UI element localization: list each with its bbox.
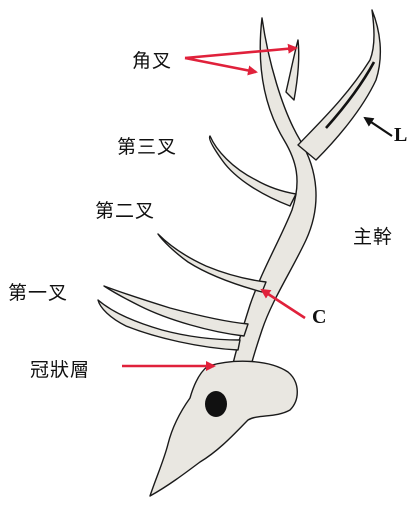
label-C: C — [312, 306, 326, 329]
second-tine-shape — [158, 234, 266, 292]
label-coronet: 冠狀層 — [30, 355, 90, 382]
label-main-beam: 主幹 — [353, 222, 393, 249]
top-right-tine — [298, 10, 380, 160]
first-tine-shape — [104, 286, 248, 336]
arrow-L — [365, 118, 392, 136]
eye-socket — [205, 391, 227, 417]
label-third-tine: 第三叉 — [117, 132, 177, 159]
label-L: L — [394, 124, 407, 147]
arrow-tine-tip-a — [185, 48, 296, 58]
label-tine-tip: 角叉 — [132, 46, 172, 73]
label-second-tine: 第二叉 — [95, 196, 155, 223]
label-first-tine: 第一叉 — [8, 278, 68, 305]
antler-drawing — [98, 10, 380, 496]
third-tine-shape — [210, 136, 297, 206]
skull-shape — [150, 361, 297, 496]
arrow-tine-tip-b — [185, 58, 256, 72]
